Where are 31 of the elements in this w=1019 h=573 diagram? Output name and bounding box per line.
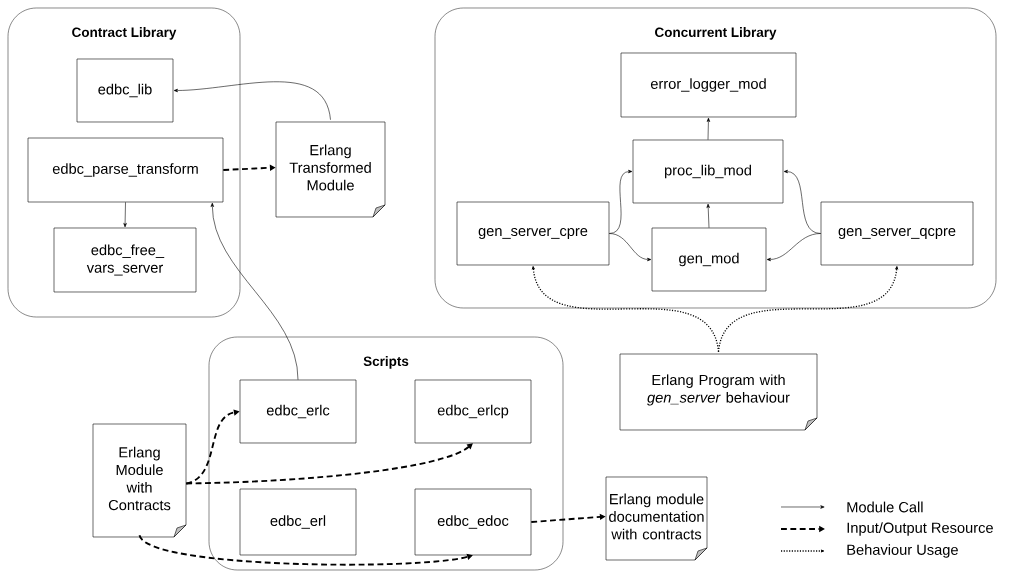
- legend-label: Module Call: [847, 501, 923, 513]
- module-box: gen_server_qcpre: [820, 201, 974, 266]
- document-note: Erlang Transformed Module: [275, 121, 386, 218]
- legend-label: Input/Output Resource: [847, 522, 993, 536]
- module-box: edbc_parse_transform: [27, 137, 224, 203]
- arrow: [783, 169, 821, 234]
- document-note: Erlang Program with gen_server behaviour: [619, 353, 818, 431]
- module-box: error_logger_mod: [620, 52, 797, 118]
- document-note: Erlang Module with Contracts: [92, 423, 187, 538]
- module-box: edbc_erlc: [239, 379, 357, 444]
- module-box: gen_server_cpre: [456, 201, 610, 266]
- module-box: edbc_free_vars_server: [53, 227, 197, 293]
- arrow: [210, 202, 299, 380]
- arrow: [173, 81, 331, 121]
- module-box: edbc_erl: [239, 488, 357, 556]
- legend-label: Behaviour Usage: [847, 544, 958, 558]
- module-box: edbc_edoc: [414, 488, 532, 556]
- arrow: [717, 266, 899, 353]
- arrow: [138, 534, 473, 566]
- arrow: [766, 233, 821, 262]
- arrow: [706, 203, 710, 228]
- arrow: [609, 233, 652, 262]
- document-note: Erlang module documentation with contracts: [605, 476, 708, 561]
- module-box: proc_lib_mod: [632, 139, 784, 204]
- module-box: gen_mod: [651, 227, 767, 292]
- module-box: edbc_erlcp: [414, 379, 532, 444]
- arrow: [706, 117, 711, 140]
- module-box: edbc_lib: [76, 58, 174, 123]
- arrow: [609, 169, 633, 234]
- arrow: [185, 443, 473, 485]
- arrow: [123, 202, 127, 228]
